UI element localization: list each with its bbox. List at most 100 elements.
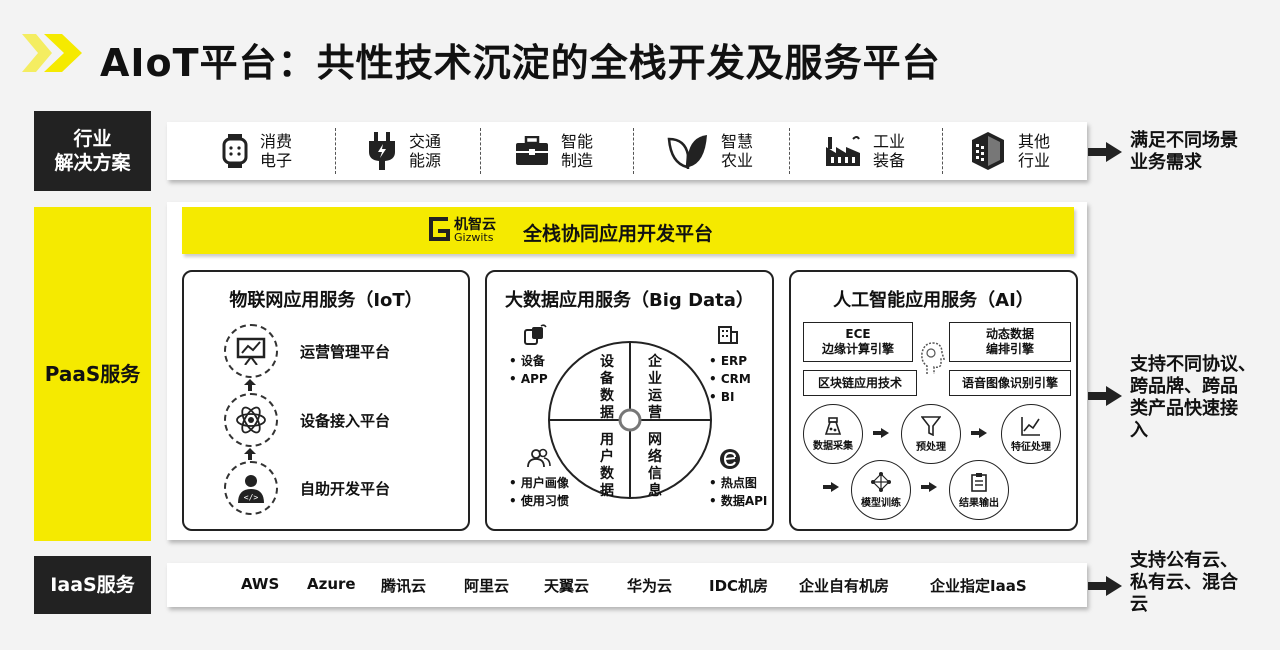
iaas-tencent-cloud[interactable]: 腾讯云 (381, 577, 427, 595)
platform-name: 全栈协同应用开发平台 (523, 223, 714, 245)
divider (633, 128, 634, 174)
bd-tr-list: • ERP • CRM • BI (709, 352, 751, 406)
arrow-right-icon (921, 482, 937, 492)
smartwatch-icon (222, 134, 248, 168)
list-item: • 使用习惯 (509, 494, 569, 508)
arrow-right-icon (1088, 576, 1122, 596)
pipeline-label: 数据采集 (813, 440, 853, 452)
iot-service-box: 物联网应用服务（IoT） 运营管理平台 设备接入平台 (182, 270, 470, 531)
iaas-panel: AWS Azure 腾讯云 阿里云 天翼云 华为云 IDC机房 企业自有机房 企… (167, 563, 1087, 607)
iot-item-access[interactable]: 设备接入平台 (224, 393, 390, 447)
ai-title: 人工智能应用服务（AI） (833, 290, 1034, 311)
list-item: • 数据API (709, 494, 768, 508)
list-item: • 设备 (509, 354, 545, 368)
arrow-right-icon (823, 482, 839, 492)
industry-solutions-tag: 行业 解决方案 (34, 111, 151, 191)
arrow-right-icon (971, 428, 987, 438)
industry-label: 交通 能源 (409, 132, 442, 170)
ai-service-box: 人工智能应用服务（AI） ECE 边缘计算引擎 动态数据 编排引擎 区块链应用技… (789, 270, 1078, 531)
arrow-right-icon (1088, 142, 1122, 162)
divider (480, 128, 481, 174)
bd-tl-list: • 设备 • APP (509, 352, 548, 388)
pipeline-label: 结果输出 (959, 497, 999, 509)
industry-label: 智能 制造 (561, 132, 594, 170)
industry-panel: 消费 电子 交通 能源 智能 制造 智慧 农业 (167, 122, 1087, 180)
gizwits-logo-cn: 机智云 (454, 217, 496, 233)
pipeline-model-training[interactable]: 模型训练 (851, 460, 911, 520)
plug-icon (369, 132, 395, 170)
iot-item-label: 设备接入平台 (300, 411, 391, 430)
pipeline-data-collect[interactable]: 数据采集 (803, 404, 863, 464)
arrow-right-icon (873, 428, 889, 438)
list-item: • CRM (709, 372, 751, 386)
users-icon (527, 448, 551, 468)
clipboard-icon (971, 472, 987, 492)
pipeline-label: 模型训练 (861, 497, 901, 509)
quadrant-device-data: 设 备 数 据 (600, 354, 614, 421)
industry-label: 工业 装备 (873, 132, 906, 170)
engine-speech-image[interactable]: 语音图像识别引擎 (949, 370, 1071, 396)
line-chart-icon (1021, 416, 1040, 436)
factory-icon (826, 136, 860, 166)
divider (789, 128, 790, 174)
ai-head-icon (921, 342, 945, 374)
iot-item-label: 自助开发平台 (300, 479, 391, 498)
bd-br-list: • 热点图 • 数据API (709, 474, 767, 510)
atom-icon (236, 406, 266, 434)
paas-note: 支持不同协议、 跨品牌、跨品 类产品快速接 入 (1130, 354, 1256, 441)
engine-dynamic-data[interactable]: 动态数据 编排引擎 (949, 322, 1071, 362)
iaas-self-owned[interactable]: 企业自有机房 (799, 577, 890, 595)
pipeline-output[interactable]: 结果输出 (949, 460, 1009, 520)
flask-icon (824, 416, 842, 435)
engine-ece[interactable]: ECE 边缘计算引擎 (803, 322, 913, 362)
iaas-aliyun[interactable]: 阿里云 (464, 577, 510, 595)
iaas-azure[interactable]: Azure (307, 575, 356, 593)
briefcase-icon (516, 136, 548, 165)
iot-item-ops[interactable]: 运营管理平台 (224, 324, 390, 378)
quadrant-user-data: 用 户 数 据 (600, 432, 614, 499)
industry-note: 满足不同场景 业务需求 (1130, 130, 1238, 173)
industry-industrial-equipment[interactable]: 工业 装备 (825, 122, 905, 180)
iaas-tianyi-cloud[interactable]: 天翼云 (544, 577, 590, 595)
industry-other[interactable]: 其他 行业 (970, 122, 1050, 180)
funnel-icon (921, 415, 941, 436)
iaas-idc[interactable]: IDC机房 (709, 577, 769, 595)
iot-item-label: 运营管理平台 (300, 342, 391, 361)
divider (335, 128, 336, 174)
industry-smart-manufacturing[interactable]: 智能 制造 (515, 122, 593, 180)
list-item: • ERP (709, 354, 748, 368)
paas-tag: PaaS服务 (34, 207, 151, 541)
page-title: AIoT平台：共性技术沉淀的全栈开发及服务平台 (100, 41, 941, 85)
iaas-specified[interactable]: 企业指定IaaS (930, 577, 1027, 595)
devices-icon (524, 324, 547, 345)
iaas-aws[interactable]: AWS (241, 575, 280, 593)
office-building-icon (718, 326, 738, 344)
arrow-right-icon (1088, 386, 1122, 406)
bigdata-title: 大数据应用服务（Big Data） (505, 290, 754, 311)
iaas-huawei-cloud[interactable]: 华为云 (627, 577, 673, 595)
network-graph-icon (871, 471, 891, 492)
iot-item-selfdev[interactable]: </> 自助开发平台 (224, 461, 390, 515)
gizwits-logo-icon (429, 217, 450, 241)
bigdata-service-box: 大数据应用服务（Big Data） 设 备 数 据 企 业 运 营 用 户 数 … (485, 270, 774, 531)
platform-banner (182, 207, 1074, 254)
chevron-logo-icon (22, 34, 82, 72)
iaas-tag: IaaS服务 (34, 556, 151, 614)
industry-smart-agriculture[interactable]: 智慧 农业 (667, 122, 753, 180)
industry-transport-energy[interactable]: 交通 能源 (367, 122, 441, 180)
pipeline-feature[interactable]: 特征处理 (1001, 404, 1061, 464)
building-icon (972, 132, 1004, 170)
arrow-up-icon (244, 379, 256, 391)
pipeline-label: 特征处理 (1011, 441, 1051, 453)
industry-label: 智慧 农业 (721, 132, 754, 170)
engine-blockchain[interactable]: 区块链应用技术 (803, 370, 917, 396)
industry-consumer-electronics[interactable]: 消费 电子 (222, 122, 292, 180)
svg-text:</>: </> (244, 493, 259, 502)
list-item: • 用户画像 (509, 476, 569, 490)
arrow-up-icon (244, 448, 256, 460)
pipeline-preprocess[interactable]: 预处理 (901, 404, 961, 464)
list-item: • 热点图 (709, 476, 757, 490)
iaas-note: 支持公有云、 私有云、混合 云 (1130, 550, 1238, 615)
industry-label: 其他 行业 (1018, 132, 1051, 170)
list-item: • BI (709, 390, 735, 404)
